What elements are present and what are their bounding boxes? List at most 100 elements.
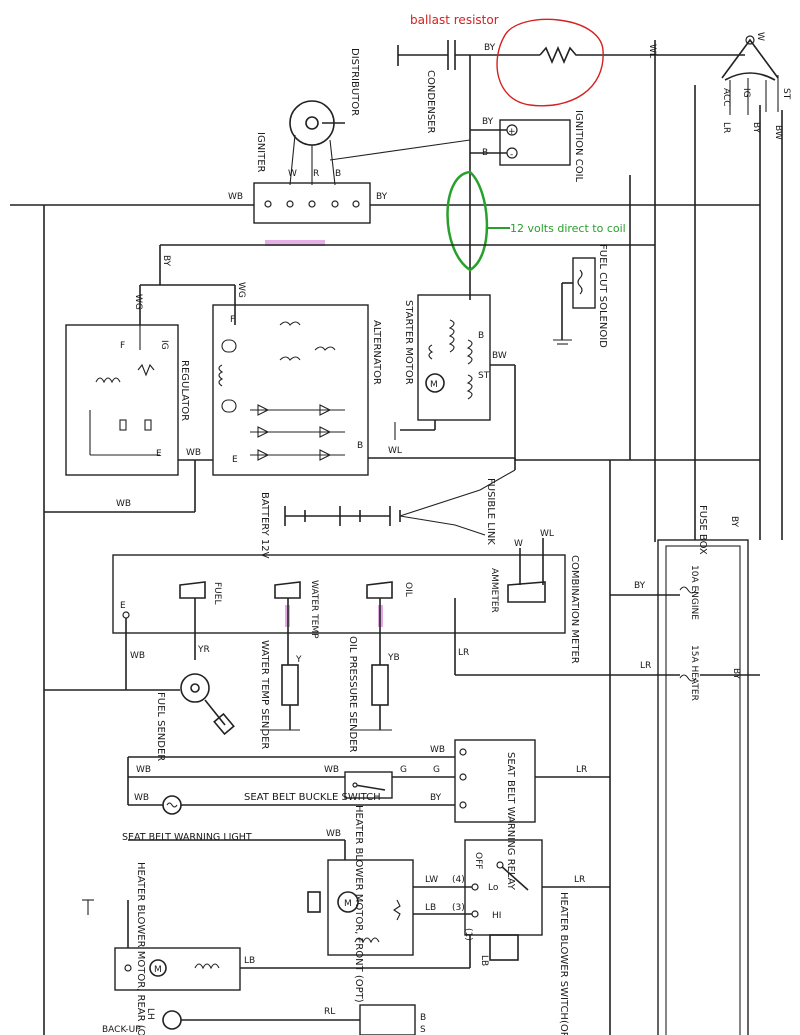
reg-wb-label: WB (186, 448, 201, 458)
fuse-by-right: BY (731, 668, 741, 680)
heater-blower-switch: HEATER BLOWER SWITCH(OPT) OFF Lo HI (4) … (452, 839, 610, 1035)
battery-label: BATTERY 12V (259, 492, 270, 559)
igniter: IGNITER (253, 132, 371, 224)
ignition-coil-label: IGNITION COIL (573, 110, 584, 183)
meter-e-label: E (120, 601, 126, 611)
fuel-gauge-label: FUEL (212, 582, 222, 604)
wire-wl-top: WL (647, 44, 657, 58)
oil-pressure-sender: OIL PRESSURE SENDER (347, 636, 392, 752)
back-up-section: BACK-UP LH RL B S (102, 1004, 426, 1035)
ballast-circle (496, 18, 604, 107)
fuse-by-label: BY (634, 581, 646, 591)
fuse-box-label: FUSE BOX (697, 505, 708, 555)
wire-by-top: BY (484, 43, 496, 53)
seat-belt-relay-label: SEAT BELT WARNING RELAY (505, 752, 516, 891)
ignition-coil: + - IGNITION COIL BY B (469, 55, 584, 300)
heater-blower-front: HEATER BLOWER MOTOR, FRONT (OPT) M WB LW… (128, 805, 475, 1003)
regulator-wg-label: WG (133, 294, 143, 310)
ignition-switch: W ACC IG ST LR BY BW (721, 32, 791, 140)
fuse-by-top-right: BY (729, 516, 739, 528)
blower-switch-label: HEATER BLOWER SWITCH(OPT) (558, 892, 569, 1035)
fuse-heater-label: 15A HEATER (689, 645, 699, 701)
relay-lr-label: LR (576, 765, 587, 775)
igniter-wb-label: WB (228, 192, 243, 202)
igniter-label: IGNITER (255, 132, 266, 173)
starter-motor: STARTER MOTOR M B ST BW (394, 294, 516, 460)
backup-rl-label: RL (324, 1007, 335, 1017)
switch-4-label: (4) (452, 875, 465, 885)
switch-lr-label: LR (721, 122, 731, 133)
reg-f-label: F (120, 341, 125, 351)
backup-label: BACK-UP (102, 1025, 141, 1035)
fuel-cut-label: FUEL CUT SOLENOID (597, 244, 608, 348)
regulator-label: REGULATOR (179, 360, 190, 421)
coil-by-label: BY (482, 117, 494, 127)
buckle-g-right-label: G (433, 765, 440, 775)
water-temp-gauge-label: WATER TEMP (309, 580, 319, 639)
front-lw-label: LW (425, 875, 438, 885)
buckle-g-left-label: G (400, 765, 407, 775)
switch-by-label: BY (751, 122, 761, 134)
fuse-engine-label: 10A ENGINE (689, 565, 699, 620)
buckle-switch: WB G G SEAT BELT BUCKLE SWITCH WB (128, 765, 455, 803)
front-m: M (344, 899, 352, 909)
dist-w-label: W (288, 169, 297, 179)
front-lb-label: LB (425, 903, 436, 913)
fuel-sender-label: FUEL SENDER (155, 692, 166, 761)
relay-wb-upper-label: WB (136, 765, 151, 775)
switch-lr-label2: LR (574, 875, 585, 885)
coil-plus: + (508, 127, 516, 137)
blower-rear-label: HEATER BLOWER MOTOR, REAR (OPT) (135, 862, 146, 1035)
dist-r-label: R (313, 169, 319, 179)
ammeter-w-label: W (514, 539, 523, 549)
ballast-note: ballast resistor (410, 13, 499, 27)
by-bus: BY WG WG (133, 244, 655, 325)
distributor: DISTRIBUTOR W R B (288, 48, 471, 186)
alt-wl-label: WL (388, 446, 402, 456)
battery: BATTERY 12V FUSIBLE LINK (259, 458, 516, 559)
relay-wb-label: WB (430, 745, 445, 755)
meter-lr-label: LR (458, 648, 469, 658)
alt-b-label: B (357, 441, 363, 451)
alt-wg-label: WG (236, 282, 246, 298)
coil-direct-annotation: 12 volts direct to coil (446, 170, 626, 272)
warning-light-label: SEAT BELT WARNING LIGHT (122, 832, 252, 843)
combination-meter-label: COMBINATION METER (569, 555, 580, 664)
meter-yr-label: YR (197, 645, 210, 655)
starter-bw-label: BW (492, 351, 507, 361)
buckle-switch-label: SEAT BELT BUCKLE SWITCH (244, 792, 381, 803)
by-bus-label: BY (161, 255, 171, 267)
starter-st-label: ST (478, 371, 490, 381)
alternator-label: ALTERNATOR (371, 320, 382, 385)
heater-blower-rear: HEATER BLOWER MOTOR, REAR (OPT) M LB (82, 862, 471, 1035)
meter-yb-label: YB (387, 653, 400, 663)
ammeter-wl-label: WL (540, 529, 554, 539)
fusible-link-label: FUSIBLE LINK (485, 478, 496, 545)
oil-pressure-sender-label: OIL PRESSURE SENDER (347, 636, 358, 752)
switch-st-label: ST (781, 88, 791, 100)
switch-bw-label: BW (773, 125, 783, 140)
backup-lh-label: LH (145, 1008, 155, 1020)
combination-meter: COMBINATION METER FUEL WATER TEMP OIL AM… (112, 529, 580, 664)
switch-lb-label: LB (479, 955, 489, 966)
seat-belt-relay: SEAT BELT WARNING RELAY LR WB (127, 739, 610, 891)
starter-b-label: B (478, 331, 484, 341)
right-bus-lines (629, 40, 783, 542)
oil-gauge-label: OIL (403, 582, 413, 597)
backup-s-label: S (420, 1025, 426, 1035)
coil-minus: - (510, 150, 513, 160)
reg-e-label: E (156, 449, 162, 459)
switch-am-label: W (755, 32, 765, 41)
regulator: REGULATOR F IG E (65, 324, 190, 476)
coil-direct-note: 12 volts direct to coil (510, 222, 626, 235)
reg-ig-label: IG (159, 340, 169, 350)
switch-hi-label: HI (492, 911, 501, 921)
starter-motor-label: STARTER MOTOR (403, 300, 414, 385)
meter-lower-wires: WB YR Y YB LR (44, 598, 469, 691)
fuse-box: FUSE BOX 10A ENGINE 15A HEATER BY LR BY … (455, 505, 760, 1035)
reg-wb-lower-label: WB (116, 499, 131, 509)
dist-b-label: B (335, 169, 341, 179)
highlight-mark-top (265, 240, 325, 246)
warning-light: WB BY SEAT BELT WARNING LIGHT (122, 793, 455, 843)
